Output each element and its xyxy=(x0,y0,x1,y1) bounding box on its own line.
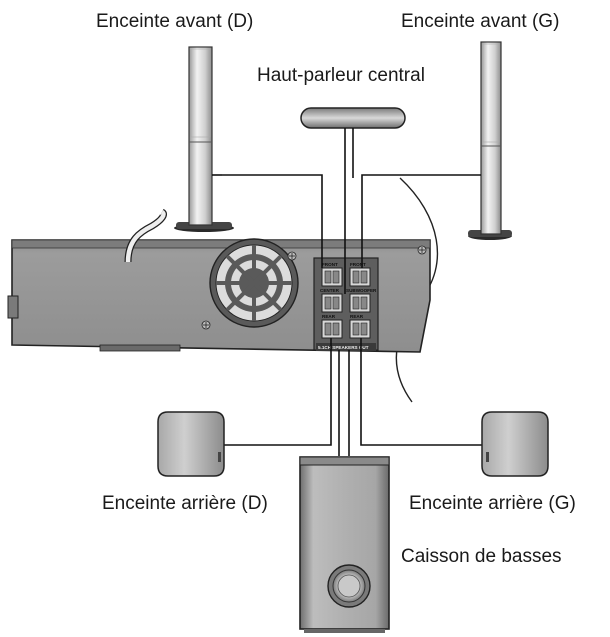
label-front-right: Enceinte avant (D) xyxy=(96,11,254,32)
label-subwoofer: Caisson de basses xyxy=(401,546,562,567)
label-rear-left: Enceinte arrière (G) xyxy=(409,493,576,514)
terminal-label-subwoofer: SUBWOOFER xyxy=(346,288,377,293)
subwoofer xyxy=(299,456,390,633)
main-unit: FRONT FRONT CENTER SUBWOOFER REAR REAR 5… xyxy=(7,208,431,353)
speaker-terminal-panel: FRONT FRONT CENTER SUBWOOFER REAR REAR 5… xyxy=(313,257,379,351)
label-front-left: Enceinte avant (G) xyxy=(401,11,560,32)
center-speaker xyxy=(300,107,406,129)
front-left-speaker xyxy=(468,41,512,240)
terminal-label-rear-l: REAR xyxy=(350,314,364,319)
rear-left-speaker xyxy=(481,411,549,477)
terminal-label-rear-r: REAR xyxy=(322,314,336,319)
speaker-wires xyxy=(212,128,485,456)
terminal-label-front-l: FRONT xyxy=(350,262,366,267)
front-right-speaker xyxy=(174,46,234,232)
label-center: Haut-parleur central xyxy=(257,65,425,86)
fan-grille xyxy=(209,238,299,328)
rear-right-speaker xyxy=(157,411,225,477)
panel-footer: 5.1CH SPEAKERS OUT xyxy=(318,345,369,350)
terminal-label-front-r: FRONT xyxy=(322,262,338,267)
label-rear-right: Enceinte arrière (D) xyxy=(102,493,268,514)
terminal-label-center: CENTER xyxy=(320,288,340,293)
